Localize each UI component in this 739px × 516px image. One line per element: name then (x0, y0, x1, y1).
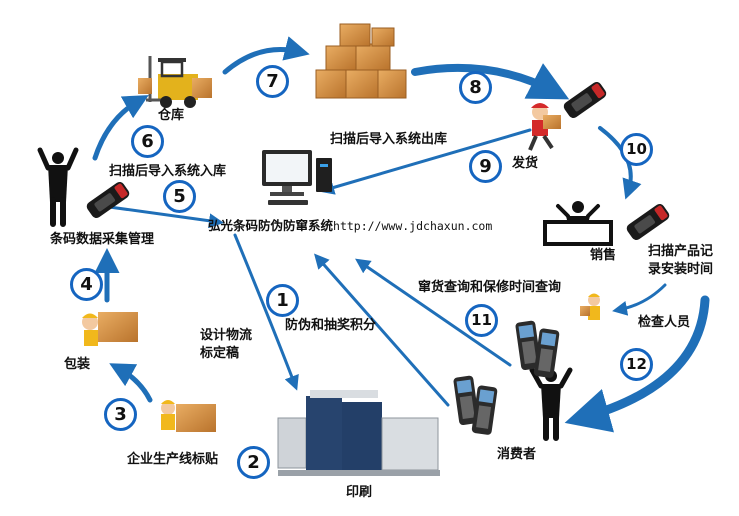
label-collect: 条码数据采集管理 (50, 232, 155, 247)
label-scan-out: 扫描后导入系统出库 (330, 132, 448, 147)
step-8: 8 (459, 71, 492, 104)
pda-icon (453, 320, 560, 435)
arrow-pda-to-system (314, 253, 450, 407)
arrow-boxes-to-delivery (411, 63, 570, 100)
arrow-delivery-to-computer (319, 128, 532, 195)
step-4: 4 (70, 268, 103, 301)
label-design-2: 标定稿 (200, 346, 240, 361)
step-1: 1 (266, 284, 299, 317)
label-package: 包装 (64, 357, 91, 372)
label-design-1: 设计物流 (200, 328, 253, 343)
flow-arrows (92, 36, 710, 433)
label-inspector: 检查人员 (638, 315, 691, 330)
label-scan-install-1: 扫描产品记 (648, 244, 714, 259)
consumer-person-icon (529, 367, 573, 441)
step-5: 5 (163, 180, 196, 213)
arrow-inspector-to-consumer (564, 295, 710, 433)
arrow-warehouse-to-boxes (222, 36, 310, 75)
inspector-icon (580, 293, 600, 320)
sales-counter-icon (543, 201, 613, 246)
system-name-text: 弘光条码防伪防窜系统 (208, 218, 334, 233)
label-scan-in: 扫描后导入系统入库 (109, 164, 227, 179)
label-ship: 发货 (512, 156, 539, 171)
arrow-query-to-system (355, 258, 512, 367)
label-scan-install-2: 录安装时间 (648, 262, 714, 277)
arrow-collect-to-warehouse (92, 95, 149, 161)
step-10: 10 (620, 133, 653, 166)
step-12: 12 (620, 348, 653, 381)
label-query: 窜货查询和保修时间查询 (418, 280, 562, 295)
label-warehouse: 仓库 (158, 108, 185, 123)
label-printing: 印刷 (346, 485, 373, 500)
arrow-labeling-to-package (109, 363, 153, 403)
arrow-system-to-printer (233, 233, 299, 391)
step-6: 6 (131, 125, 164, 158)
label-labeling: 企业生产线标贴 (127, 452, 219, 467)
step-7: 7 (256, 65, 289, 98)
label-consumer: 消费者 (497, 447, 537, 462)
arrow-collect-to-computer (93, 203, 224, 229)
person-icon (37, 147, 79, 227)
step-11: 11 (465, 304, 498, 337)
forklift-icon (138, 56, 212, 108)
step-3: 3 (104, 398, 137, 431)
step-9: 9 (469, 150, 502, 183)
arrow-sales-to-inspector (612, 283, 667, 316)
label-sales: 销售 (590, 248, 617, 263)
delivery-man-icon (528, 103, 561, 151)
label-anti-fake: 防伪和抽奖积分 (285, 318, 377, 333)
printer-icon (277, 390, 440, 476)
system-name: 弘光条码防伪防窜系统http://www.jdchaxun.com (208, 218, 492, 234)
labeling-worker-icon (161, 400, 216, 432)
step-2: 2 (237, 446, 270, 479)
handheld-scanner-icon (86, 81, 670, 241)
worker-box-icon (82, 312, 138, 346)
computer-icon (262, 150, 332, 205)
boxes-icon (315, 23, 407, 99)
system-url: http://www.jdchaxun.com (333, 219, 493, 233)
